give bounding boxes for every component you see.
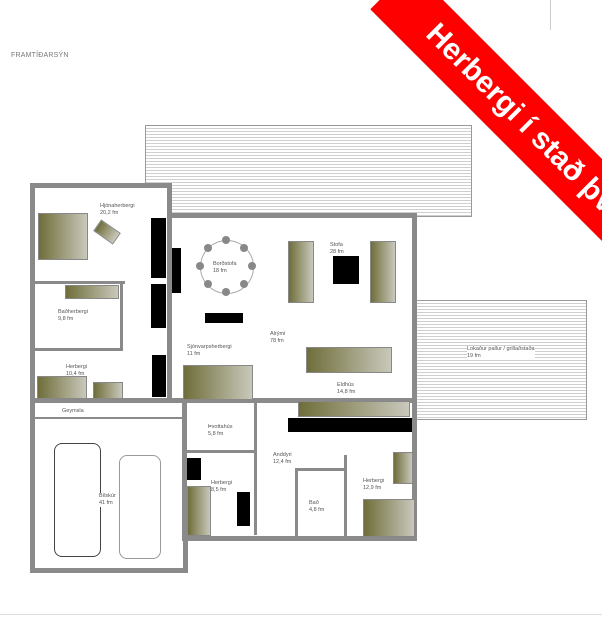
bed <box>363 499 415 537</box>
frame-line <box>550 0 551 30</box>
sofa <box>370 241 396 303</box>
wardrobe <box>187 458 201 480</box>
desk <box>237 492 250 526</box>
interior-wall <box>295 468 298 536</box>
kitchen-island <box>306 347 392 373</box>
dining-chair <box>204 244 212 252</box>
wardrobe <box>151 284 166 328</box>
bed <box>187 486 211 536</box>
interior-wall <box>295 468 345 471</box>
interior-wall <box>187 450 257 453</box>
tv <box>205 313 243 323</box>
dining-chair <box>222 288 230 296</box>
wardrobe <box>151 218 166 278</box>
tv-sofa <box>183 365 253 400</box>
coffee-table <box>333 256 359 284</box>
dining-chair <box>248 262 256 270</box>
car <box>54 443 101 557</box>
double-bed <box>38 213 88 260</box>
bed <box>37 376 87 399</box>
interior-wall <box>35 281 125 284</box>
cabinet <box>172 248 181 293</box>
dining-chair <box>222 236 230 244</box>
plan-title: FRAMTÍÐARSÝN <box>11 52 69 59</box>
sofa <box>288 241 314 303</box>
kitchen-counter <box>298 401 410 417</box>
armchair <box>393 452 413 484</box>
car <box>119 455 161 559</box>
bathroom-vanity <box>65 285 119 299</box>
top-terrace <box>145 125 472 217</box>
room-label: Geymsla <box>62 408 84 414</box>
chair <box>93 382 123 399</box>
kitchen-cabinets <box>288 418 412 432</box>
dining-chair <box>240 280 248 288</box>
dining-chair <box>204 280 212 288</box>
interior-wall <box>35 417 183 419</box>
interior-wall <box>254 400 257 535</box>
interior-wall <box>120 281 123 351</box>
interior-wall <box>35 348 123 351</box>
frame-line <box>0 614 602 615</box>
interior-wall <box>344 455 347 536</box>
dining-chair <box>196 262 204 270</box>
closed-deck <box>415 300 587 420</box>
garage-walls <box>30 398 188 573</box>
dining-chair <box>240 244 248 252</box>
wardrobe <box>152 355 166 397</box>
